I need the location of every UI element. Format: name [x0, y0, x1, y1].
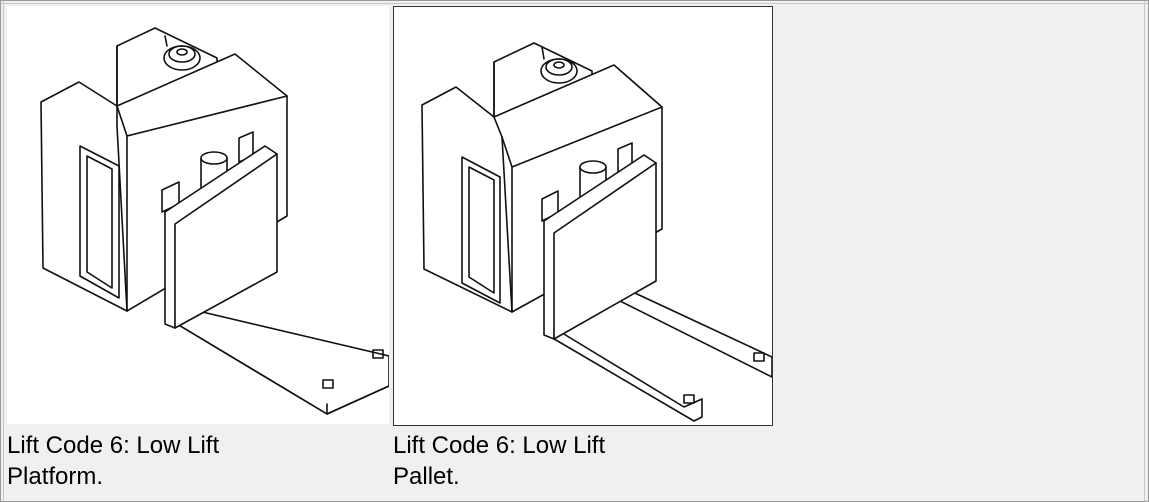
caption-line-1: Lift Code 6: Low Lift [7, 432, 220, 459]
caption-line-2: Platform. [7, 463, 104, 490]
figure-cell-pallet: Lift Code 6: Low Lift Pallet. [393, 6, 773, 500]
pallet-truck-drawing [421, 42, 772, 422]
figure-cell-platform: Lift Code 6: Low Lift Platform. [7, 6, 389, 500]
low-lift-pallet-image [393, 6, 773, 426]
platform-truck-drawing [40, 27, 389, 415]
caption-line-2: Pallet. [393, 463, 460, 490]
table-border [1, 3, 1148, 4]
table-border [3, 1, 4, 501]
caption-line-1: Lift Code 6: Low Lift [393, 432, 606, 459]
low-lift-platform-image [7, 6, 389, 424]
table-border [1144, 1, 1145, 501]
empty-cell [777, 6, 1141, 500]
figure-caption: Lift Code 6: Low Lift Platform. [7, 430, 219, 492]
figure-caption: Lift Code 6: Low Lift Pallet. [393, 430, 605, 492]
